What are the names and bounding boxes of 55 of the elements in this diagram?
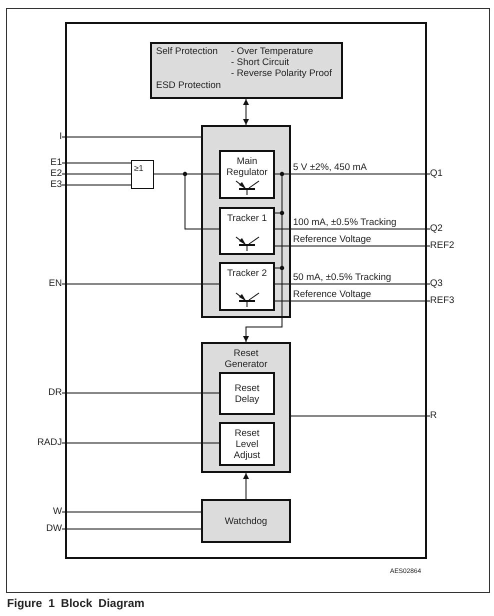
block-text: ESD Protection: [156, 80, 221, 91]
block-box: [219, 207, 275, 255]
block-text: Self Protection: [156, 46, 218, 57]
pin-label: RADJ: [37, 437, 62, 448]
block-title: Reset Level Adjust: [232, 428, 262, 460]
arrow: [243, 472, 249, 500]
edge-label: 100 mA, ±0.5% Tracking: [293, 217, 396, 228]
pin-label: Q3: [430, 278, 443, 289]
block-box: [201, 125, 291, 318]
arrow: [243, 98, 249, 126]
block-text: - Reverse Polarity Proof: [231, 68, 332, 79]
block-title: Reset Generator: [224, 348, 268, 370]
block-text: - Over Temperature: [231, 46, 314, 57]
block-box: [219, 262, 275, 311]
pin-label: E2: [50, 168, 62, 179]
connector-line: [274, 300, 430, 302]
connector-line: [62, 528, 202, 530]
block-title: Tracker 1: [226, 213, 268, 224]
gate-symbol: ≥1: [134, 163, 144, 174]
block-box: [219, 422, 275, 466]
edge-label: Reference Voltage: [293, 289, 372, 300]
connector-line: [274, 228, 430, 230]
figure-caption: Figure 1 Block Diagram: [7, 597, 144, 611]
block-box: [219, 372, 275, 415]
edge-label: 5 V ±2%, 450 mA: [293, 162, 367, 173]
edge-label: 50 mA, ±0.5% Tracking: [293, 272, 392, 283]
chip-outline: [65, 22, 427, 559]
block-box: [201, 342, 291, 473]
pin-label: EN: [48, 278, 62, 289]
block-box: [201, 499, 291, 543]
pin-label: Q2: [430, 223, 443, 234]
pin-label: R: [430, 410, 437, 421]
pin-label: REF3: [430, 295, 454, 306]
block-box: [219, 150, 275, 199]
logic-gate: [131, 160, 154, 189]
connector-line: [62, 442, 220, 444]
pin-label: REF2: [430, 240, 454, 251]
pin-label: E3: [50, 179, 62, 190]
block-title: Reset Delay: [234, 382, 260, 404]
block-title: Tracker 2: [226, 268, 268, 279]
block-title: Main Regulator: [225, 156, 269, 178]
connector-line: [62, 136, 202, 138]
pin-label: DW: [46, 523, 62, 534]
pin-label: W: [53, 506, 62, 517]
connector-line: [62, 162, 132, 164]
connector-line: [62, 392, 220, 394]
pin-label: DR: [48, 387, 62, 398]
pin-label: I: [59, 131, 62, 142]
connector-line: [62, 184, 132, 186]
block-text: - Short Circuit: [231, 57, 290, 68]
block-box: [150, 42, 343, 99]
pin-label: E1: [50, 157, 62, 168]
block-title: Watchdog: [224, 516, 268, 526]
edge-label: Reference Voltage: [293, 234, 372, 245]
pin-label: Q1: [430, 168, 443, 179]
